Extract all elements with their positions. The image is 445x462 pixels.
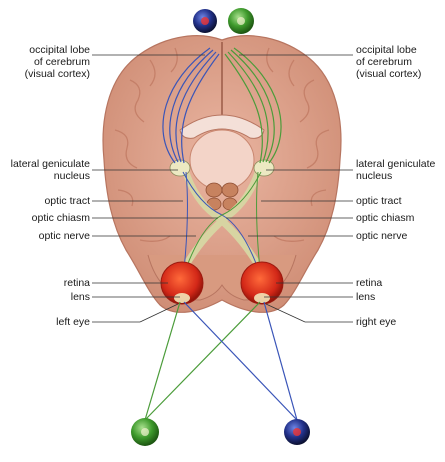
right-lgn	[253, 159, 275, 177]
left-occipital-line1: occipital lobe	[29, 44, 90, 56]
left-lgn	[169, 159, 191, 177]
right-lens-label: lens	[356, 291, 376, 303]
left-optic-radiation	[162, 47, 220, 164]
top-left-field-sphere	[193, 9, 217, 33]
right-retina-label: retina	[356, 277, 383, 289]
right-eye-globe	[240, 261, 284, 305]
left-optic-nerve-label: optic nerve	[38, 230, 90, 242]
left-lgn-line2: nucleus	[53, 170, 90, 182]
right-lgn-line2: nucleus	[356, 170, 393, 182]
bottom-right-field-sphere	[284, 419, 310, 445]
right-leaders	[226, 54, 353, 323]
right-lgn-line1: lateral geniculate	[356, 158, 436, 170]
right-lgn-label: lateral geniculate nucleus	[356, 158, 445, 182]
left-optic-chiasm-label: optic chiasm	[31, 212, 90, 224]
bottom-left-field-sphere	[131, 418, 159, 446]
right-optic-radiation	[224, 47, 282, 164]
left-leaders	[92, 54, 218, 323]
left-occipital-label: occipital lobe of cerebrum (visual corte…	[0, 44, 90, 80]
left-optic-tract-label: optic tract	[44, 195, 90, 207]
top-right-field-sphere	[228, 8, 254, 34]
left-occipital-line2: of cerebrum	[33, 56, 90, 68]
right-optic-chiasm-label: optic chiasm	[356, 212, 415, 224]
left-occipital-line3: (visual cortex)	[24, 68, 90, 80]
right-optic-tract-label: optic tract	[356, 195, 402, 207]
left-eye-globe	[160, 261, 204, 305]
right-occipital-line3: (visual cortex)	[356, 68, 422, 80]
right-occipital-label: occipital lobe of cerebrum (visual corte…	[356, 44, 445, 80]
right-eye-label: right eye	[356, 316, 397, 328]
right-occipital-line1: occipital lobe	[356, 44, 417, 56]
right-optic-nerve-label: optic nerve	[356, 230, 408, 242]
left-retina-label: retina	[63, 277, 90, 289]
left-lgn-label: lateral geniculate nucleus	[0, 158, 90, 182]
left-eye-label: left eye	[56, 316, 90, 328]
left-lens-label: lens	[70, 291, 90, 303]
brain	[102, 35, 342, 313]
left-lgn-line1: lateral geniculate	[10, 158, 90, 170]
light-rays	[144, 301, 298, 421]
right-occipital-line2: of cerebrum	[356, 56, 413, 68]
